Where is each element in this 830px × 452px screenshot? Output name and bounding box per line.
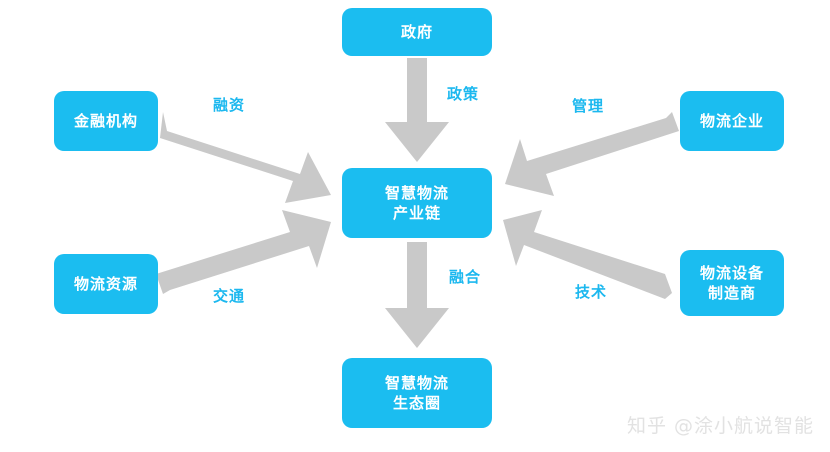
node-ecosystem-line-2: 生态圈 <box>392 394 441 412</box>
node-core-line-1: 智慧物流 <box>384 184 449 202</box>
node-resource-line-1: 物流资源 <box>73 275 138 293</box>
node-enterprise[interactable]: 物流企业 <box>680 91 784 151</box>
edge-label-policy: 政策 <box>447 85 480 103</box>
edge-label-financing: 融资 <box>213 96 246 114</box>
arrow-enterprise-to-core <box>505 112 679 196</box>
node-equipment-manufacturer[interactable]: 物流设备 制造商 <box>680 250 784 316</box>
node-equipment-line-2: 制造商 <box>707 284 756 302</box>
arrow-government-to-core <box>385 58 449 162</box>
node-finance-line-1: 金融机构 <box>73 112 138 130</box>
node-finance[interactable]: 金融机构 <box>54 91 158 151</box>
arrow-equipment-to-core <box>503 210 672 299</box>
node-government[interactable]: 政府 <box>342 8 492 56</box>
node-government-line-1: 政府 <box>400 23 433 41</box>
node-ecosystem[interactable]: 智慧物流 生态圈 <box>342 358 492 428</box>
arrow-resource-to-core <box>156 210 331 294</box>
watermark: 知乎 @涂小航说智能 <box>626 415 814 437</box>
node-resource[interactable]: 物流资源 <box>54 254 158 314</box>
edge-label-transportation: 交通 <box>213 287 246 305</box>
node-ecosystem-line-1: 智慧物流 <box>384 374 449 392</box>
arrow-core-to-ecosystem <box>385 242 449 348</box>
edge-label-integration: 融合 <box>449 268 482 286</box>
node-enterprise-line-1: 物流企业 <box>699 112 764 130</box>
node-core-industry-chain[interactable]: 智慧物流 产业链 <box>342 168 492 238</box>
arrow-finance-to-core <box>160 112 331 203</box>
edge-label-technology: 技术 <box>575 283 608 301</box>
edge-label-management: 管理 <box>572 97 605 115</box>
node-core-line-2: 产业链 <box>392 204 441 222</box>
node-equipment-line-1: 物流设备 <box>699 264 764 282</box>
